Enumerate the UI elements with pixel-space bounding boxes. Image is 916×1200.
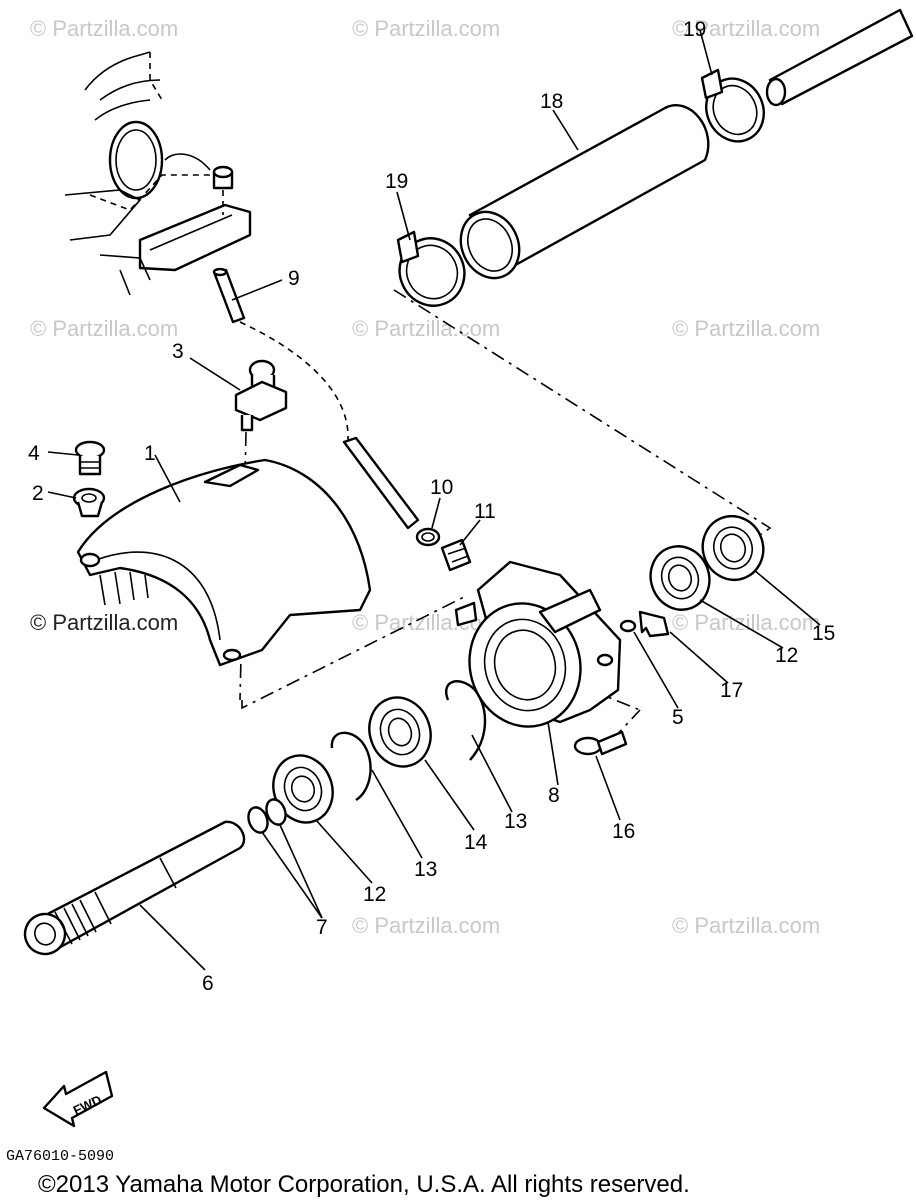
callout-1: 1 xyxy=(144,442,156,465)
callout-19-upper: 19 xyxy=(683,18,706,41)
clamp-part-10 xyxy=(415,527,441,547)
watermark: © Partzilla.com xyxy=(672,913,820,938)
watermarks: © Partzilla.com © Partzilla.com © Partzi… xyxy=(30,16,820,938)
watermark: © Partzilla.com xyxy=(352,316,500,341)
callout-19-lower: 19 xyxy=(385,170,408,193)
washer-part-2 xyxy=(72,487,106,518)
watermark: © Partzilla.com xyxy=(352,16,500,41)
bearing-part-14 xyxy=(368,696,432,768)
oil-seal-part-15 xyxy=(701,515,765,581)
o-ring-part-7 xyxy=(247,798,287,834)
clamp-part-19-upper xyxy=(700,68,765,143)
hose-part-9 xyxy=(212,267,420,530)
fitting-part-11 xyxy=(440,538,472,572)
callout-labels: 19 18 19 9 3 4 1 2 10 11 15 12 5 17 8 13… xyxy=(28,18,835,995)
circlip-part-13-right xyxy=(445,680,487,761)
copyright-notice: ©2013 Yamaha Motor Corporation, U.S.A. A… xyxy=(38,1171,690,1198)
hose-part-18 xyxy=(459,104,710,280)
fwd-arrow-icon: FWD xyxy=(42,1070,114,1128)
watermark: © Partzilla.com xyxy=(672,316,820,341)
callout-6: 6 xyxy=(202,972,214,995)
callout-16: 16 xyxy=(612,820,635,843)
watermark: © Partzilla.com xyxy=(672,16,820,41)
callout-7: 7 xyxy=(316,916,328,939)
callout-14: 14 xyxy=(464,831,488,854)
callout-10: 10 xyxy=(430,476,453,499)
bearing-housing-part-8 xyxy=(454,560,622,728)
callout-13-left: 13 xyxy=(414,858,437,881)
callout-9: 9 xyxy=(288,267,300,290)
watermark: © Partzilla.com xyxy=(672,610,820,635)
leader-lines xyxy=(47,29,821,971)
bolt-part-16 xyxy=(573,730,628,756)
clamp-part-19-lower xyxy=(396,230,466,307)
clip-part-17 xyxy=(638,610,670,638)
pin-part-5 xyxy=(619,619,637,633)
callout-17: 17 xyxy=(720,679,743,702)
watermark: © Partzilla.com xyxy=(30,316,178,341)
circlip-part-13-left xyxy=(330,731,372,802)
callout-18: 18 xyxy=(540,90,563,113)
callout-8: 8 xyxy=(548,784,560,807)
callout-11: 11 xyxy=(474,500,496,523)
drive-shaft-top xyxy=(765,8,914,107)
callout-2: 2 xyxy=(32,482,44,505)
impeller-shaft-part-6 xyxy=(23,820,246,956)
engine-housing-outline xyxy=(64,51,252,296)
watermark: © Partzilla.com xyxy=(352,913,500,938)
callout-4: 4 xyxy=(28,442,40,465)
callout-13-right: 13 xyxy=(504,810,527,833)
watermark: © Partzilla.com xyxy=(30,16,178,41)
cover-part-1 xyxy=(76,458,372,667)
callout-12-upper: 12 xyxy=(775,644,798,667)
bearing-part-12-upper xyxy=(649,545,711,611)
callout-12-lower: 12 xyxy=(363,883,386,906)
diagram-code: GA76010-5090 xyxy=(6,1148,114,1165)
callout-5: 5 xyxy=(672,706,684,729)
callout-15: 15 xyxy=(812,622,835,645)
callout-3: 3 xyxy=(172,340,184,363)
bolt-part-4 xyxy=(74,440,106,476)
watermark: © Partzilla.com xyxy=(30,610,178,635)
